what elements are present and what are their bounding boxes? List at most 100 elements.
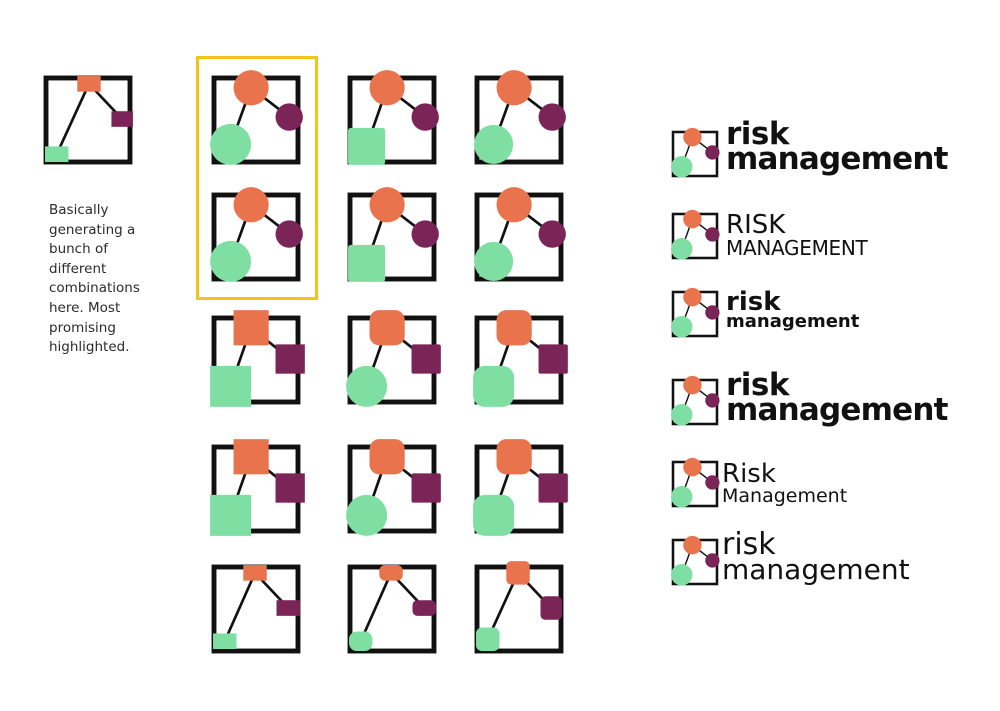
orange-circle — [233, 187, 269, 223]
green-circle — [670, 564, 693, 586]
logo-variant-grid-7 — [210, 310, 305, 407]
orange-square — [496, 310, 532, 346]
logo-variant-grid-14 — [347, 564, 437, 654]
logo-variant-grid-4 — [210, 187, 303, 282]
logo-variant-grid-9 — [473, 310, 568, 407]
purple-circle — [705, 475, 720, 490]
wordmark-5-line2: Management — [722, 485, 848, 507]
wordmark-4: risk management — [726, 370, 948, 426]
green-square — [210, 494, 252, 536]
green-square — [349, 631, 373, 651]
orange-circle — [233, 70, 269, 106]
purple-square — [538, 344, 568, 374]
orange-circle — [683, 287, 702, 307]
wordmark-5: Risk Management — [722, 461, 847, 506]
purple-square — [276, 600, 300, 616]
logo-variant-grid-10 — [210, 439, 305, 536]
logo-variant-grid-3 — [474, 70, 566, 165]
connector-line — [359, 572, 393, 642]
logo-variant-wordmark-mark-2 — [670, 209, 720, 260]
green-square — [213, 633, 237, 650]
green-square — [476, 627, 500, 651]
purple-circle — [411, 220, 439, 248]
orange-square — [506, 561, 530, 585]
green-circle — [670, 316, 693, 338]
purple-circle — [538, 103, 566, 131]
orange-square — [233, 310, 269, 346]
wordmark-3: risk management — [726, 289, 859, 331]
purple-circle — [705, 393, 720, 408]
green-circle — [210, 123, 252, 165]
wordmark-2: RISK MANAGEMENT — [726, 210, 868, 260]
green-square — [473, 494, 515, 536]
sticky-note: Basically generating a bunch of differen… — [49, 202, 140, 356]
green-circle — [474, 124, 514, 164]
wordmark-2-line2: MANAGEMENT — [726, 236, 868, 260]
orange-square — [233, 439, 269, 475]
logo-variant-grid-12 — [473, 439, 568, 536]
purple-square — [412, 600, 436, 616]
green-circle — [346, 494, 388, 536]
orange-circle — [683, 127, 702, 147]
orange-square — [77, 76, 101, 92]
purple-circle — [275, 220, 303, 248]
wordmark-1-line2: management — [726, 141, 948, 177]
orange-square — [369, 439, 405, 475]
green-square — [348, 244, 386, 282]
wordmark-4-line2: management — [726, 392, 948, 428]
purple-circle — [705, 145, 720, 160]
orange-circle — [683, 535, 702, 555]
purple-square — [275, 344, 305, 374]
purple-circle — [275, 103, 303, 131]
logo-variant-grid-15 — [474, 561, 564, 654]
purple-square — [411, 344, 441, 374]
logo-variant-grid-2 — [347, 70, 439, 165]
green-circle — [670, 156, 693, 178]
purple-circle — [411, 103, 439, 131]
logo-variant-wordmark-mark-4 — [670, 375, 720, 426]
wordmark-3-line1: risk — [726, 287, 781, 317]
wordmark-4-line1: risk — [726, 367, 789, 403]
green-circle — [346, 365, 388, 407]
connector-line — [223, 572, 257, 642]
orange-circle — [683, 457, 702, 477]
purple-circle — [538, 220, 566, 248]
logo-variant-grid-5 — [347, 187, 439, 282]
logo-variant-wordmark-mark-5 — [670, 457, 720, 508]
green-circle — [670, 486, 693, 508]
wordmark-1-line1: risk — [726, 116, 789, 152]
orange-circle — [369, 187, 405, 223]
orange-square — [496, 439, 532, 475]
logo-variant-wordmark-mark-6 — [670, 535, 720, 586]
highlight-box — [196, 56, 318, 300]
purple-square — [538, 473, 568, 503]
wordmark-6-line1: risk — [722, 527, 776, 562]
logo-variant-standalone — [43, 75, 133, 165]
purple-circle — [705, 305, 720, 320]
logo-variant-grid-1 — [210, 70, 303, 165]
purple-circle — [705, 553, 720, 568]
orange-square — [243, 565, 267, 581]
logo-variant-wordmark-mark-1 — [670, 127, 720, 178]
orange-circle — [683, 375, 702, 395]
wordmark-2-line1: RISK — [726, 210, 786, 240]
purple-square — [540, 596, 562, 620]
orange-circle — [369, 70, 405, 106]
purple-square — [411, 473, 441, 503]
logo-variant-grid-8 — [346, 310, 441, 407]
orange-circle — [683, 209, 702, 229]
purple-square — [275, 473, 305, 503]
wordmark-6-line2: management — [722, 553, 910, 586]
green-square — [45, 146, 69, 162]
wordmark-1: risk management — [726, 119, 948, 175]
purple-circle — [705, 227, 720, 242]
wordmark-6: risk management — [722, 530, 910, 584]
green-circle — [474, 241, 514, 281]
green-square — [348, 127, 386, 165]
orange-square — [369, 310, 405, 346]
green-square — [210, 365, 252, 407]
logo-variant-grid-13 — [211, 564, 301, 654]
orange-square — [379, 565, 403, 581]
logo-variant-grid-11 — [346, 439, 441, 536]
